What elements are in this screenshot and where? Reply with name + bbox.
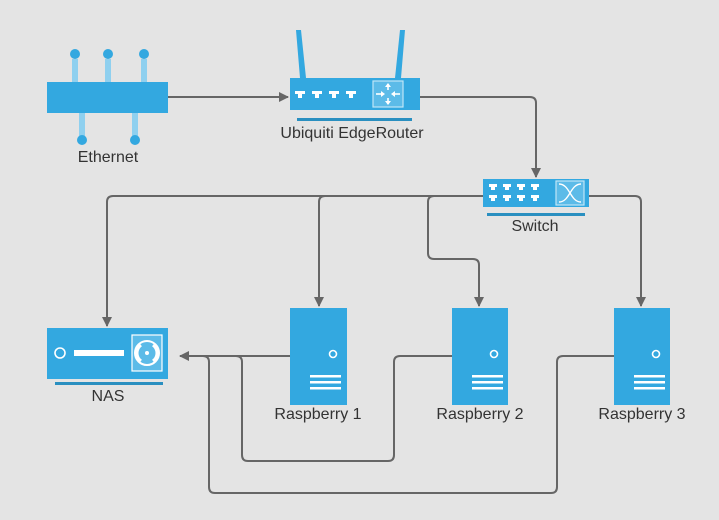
ethernet-node[interactable]: Ethernet (47, 49, 168, 166)
server-tower-icon (614, 308, 670, 405)
connector-switch-raspberry2 (427, 195, 484, 307)
connector-switch-nas (102, 195, 483, 327)
raspberry3-label: Raspberry 3 (598, 406, 685, 423)
connector-router-switch (420, 96, 541, 178)
ethernet-label: Ethernet (78, 149, 139, 166)
server-tower-icon (452, 308, 508, 405)
router-node[interactable]: Ubiquiti EdgeRouter (280, 30, 424, 142)
connector-raspberry3-nas (202, 355, 614, 494)
raspberry2-label: Raspberry 2 (436, 406, 523, 423)
nas-storage-icon (47, 328, 168, 385)
router-icon (290, 30, 420, 121)
connector-switch-raspberry3 (589, 195, 646, 307)
nas-label: NAS (92, 388, 125, 405)
switch-label: Switch (511, 218, 558, 235)
raspberry2-node[interactable]: Raspberry 2 (436, 308, 524, 423)
network-switch-icon (483, 179, 589, 216)
ethernet-hub-icon (47, 49, 168, 145)
connector-switch-raspberry1 (314, 195, 326, 307)
raspberry3-node[interactable]: Raspberry 3 (598, 308, 686, 423)
server-tower-icon (290, 308, 347, 405)
switch-node[interactable]: Switch (483, 179, 589, 235)
nas-node[interactable]: NAS (47, 328, 168, 405)
raspberry1-node[interactable]: Raspberry 1 (274, 308, 362, 423)
connector-raspberry2-nas (235, 355, 452, 462)
router-label: Ubiquiti EdgeRouter (280, 125, 424, 142)
raspberry1-label: Raspberry 1 (274, 406, 361, 423)
